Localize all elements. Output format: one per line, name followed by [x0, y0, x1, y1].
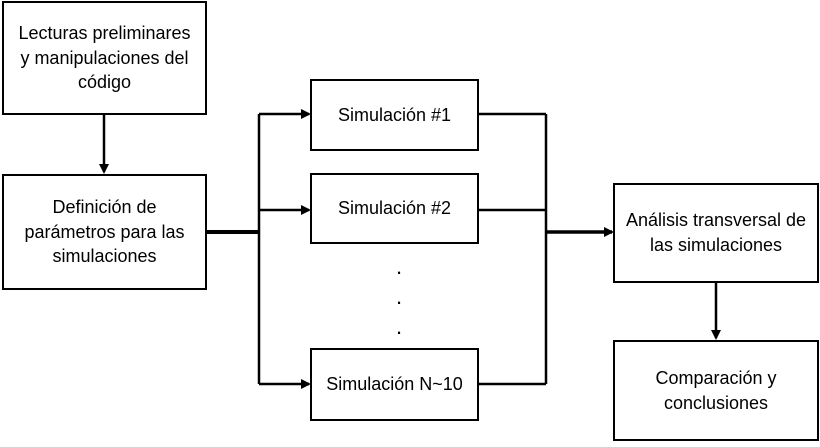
box-simulacion-1: Simulación #1 — [310, 79, 479, 151]
box-simulacion-n: Simulación N~10 — [310, 348, 479, 421]
box-analisis: Análisis transversal de las simulaciones — [613, 183, 819, 283]
box-lecturas-label: Lecturas preliminares y manipulaciones d… — [18, 22, 191, 93]
box-simulacion-n-label: Simulación N~10 — [326, 374, 463, 395]
box-comparacion-label: Comparación y conclusiones — [655, 367, 777, 413]
box-comparacion: Comparación y conclusiones — [613, 340, 819, 441]
ellipsis-dot-3: . — [396, 314, 403, 339]
box-simulacion-2-label: Simulación #2 — [337, 198, 452, 219]
box-lecturas: Lecturas preliminares y manipulaciones d… — [2, 1, 207, 115]
box-analisis-label: Análisis transversal de las simulaciones — [625, 210, 807, 255]
ellipsis-dot-2: . — [396, 284, 403, 309]
box-simulacion-1-label: Simulación #1 — [337, 104, 452, 125]
ellipsis-dot-1: . — [396, 254, 403, 279]
box-definicion: Definición de parámetros para las simula… — [2, 174, 207, 290]
box-simulacion-2: Simulación #2 — [310, 173, 479, 244]
box-definicion-label: Definición de parámetros para las simula… — [24, 196, 185, 267]
